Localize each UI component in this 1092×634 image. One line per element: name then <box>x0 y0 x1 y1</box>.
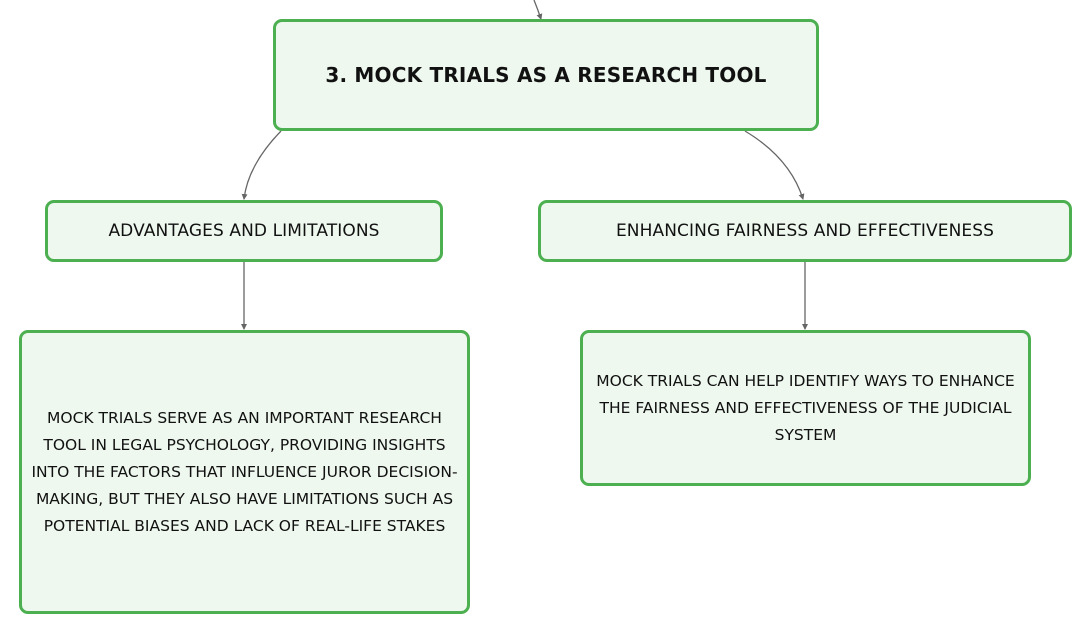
connector-title-to-advantages <box>241 130 282 200</box>
branch-label-advantages: ADVANTAGES AND LIMITATIONS <box>108 221 380 241</box>
central-topic-label: 3. MOCK TRIALS AS A RESEARCH TOOL <box>325 63 767 87</box>
branch-label-enhancing: ENHANCING FAIRNESS AND EFFECTIVENESS <box>615 221 995 241</box>
branch-node-enhancing[interactable]: ENHANCING FAIRNESS AND EFFECTIVENESS <box>538 200 1072 262</box>
detail-text-advantages: MOCK TRIALS SERVE AS AN IMPORTANT RESEAR… <box>31 408 458 535</box>
branch-node-advantages[interactable]: ADVANTAGES AND LIMITATIONS <box>45 200 443 262</box>
connector-parent-to-title <box>533 0 543 20</box>
detail-node-enhancing[interactable]: MOCK TRIALS CAN HELP IDENTIFY WAYS TO EN… <box>580 330 1031 486</box>
detail-node-advantages[interactable]: MOCK TRIALS SERVE AS AN IMPORTANT RESEAR… <box>19 330 470 614</box>
detail-text-enhancing: MOCK TRIALS CAN HELP IDENTIFY WAYS TO EN… <box>596 371 1015 444</box>
central-topic-node[interactable]: 3. MOCK TRIALS AS A RESEARCH TOOL <box>273 19 819 131</box>
connector-title-to-enhancing <box>744 130 805 200</box>
